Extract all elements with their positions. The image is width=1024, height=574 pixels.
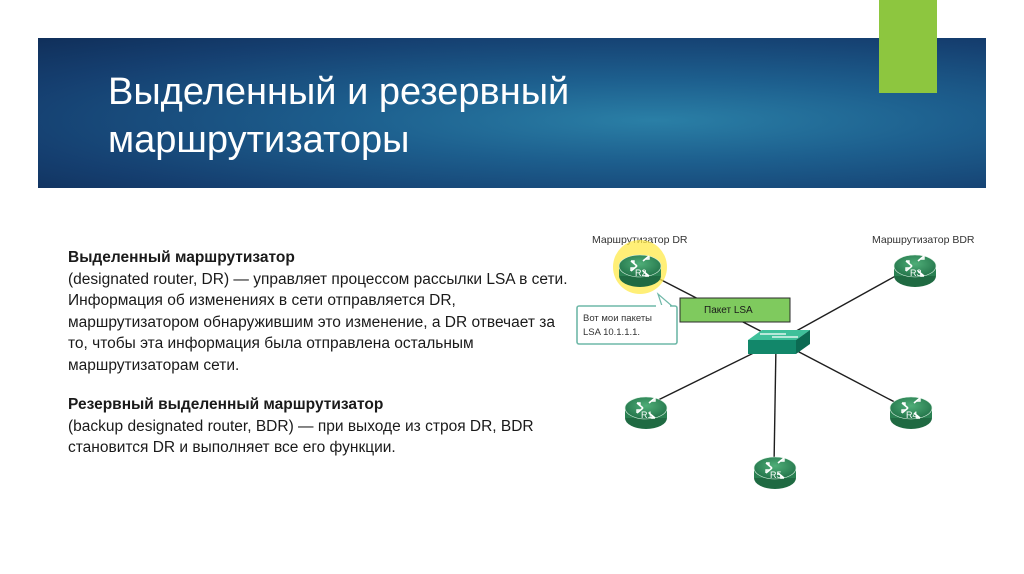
router-r1: R1 xyxy=(624,396,668,430)
router-r5-label: R5 xyxy=(770,470,782,480)
slide-body: Выделенный маршрутизатор (designated rou… xyxy=(68,247,568,459)
label-dr: Маршрутизатор DR xyxy=(592,234,688,246)
slide-title-line2: маршрутизаторы xyxy=(108,119,410,161)
callout-bubble: Вот мои пакеты LSA 10.1.1.1. xyxy=(576,292,678,345)
dr-description: (designated router, DR) — управляет проц… xyxy=(68,270,568,374)
switch-icon xyxy=(748,330,810,354)
link-r3-switch xyxy=(779,267,911,341)
bdr-heading: Резервный выделенный маршрутизатор xyxy=(68,396,384,413)
dr-heading: Выделенный маршрутизатор xyxy=(68,249,295,266)
bdr-description: (backup designated router, BDR) — при вы… xyxy=(68,417,534,457)
link-r4-switch xyxy=(779,341,907,409)
router-r3: R3 xyxy=(893,254,937,288)
callout-line1: Вот мои пакеты xyxy=(583,313,652,324)
lsa-packet-label: Пакет LSA xyxy=(704,305,753,316)
router-r2-label: R2 xyxy=(635,268,647,278)
router-r5: R5 xyxy=(753,456,797,490)
router-r4-label: R4 xyxy=(906,410,918,420)
label-bdr: Маршрутизатор BDR xyxy=(872,234,975,246)
accent-bar xyxy=(879,0,937,93)
router-r4: R4 xyxy=(889,396,933,430)
router-r2: R2 xyxy=(618,254,662,288)
router-r3-label: R3 xyxy=(910,268,922,278)
lsa-packet: Пакет LSA xyxy=(679,297,791,323)
callout-line2: LSA 10.1.1.1. xyxy=(583,327,640,338)
link-r5-switch xyxy=(773,343,777,467)
title-band xyxy=(38,38,986,188)
slide-title: Выделенный и резервный маршрутизаторы xyxy=(108,68,748,164)
slide-title-line1: Выделенный и резервный xyxy=(108,71,570,113)
router-r1-label: R1 xyxy=(641,410,653,420)
network-diagram: Маршрутизатор DR Маршрутизатор BDR R2 R3… xyxy=(576,234,975,490)
